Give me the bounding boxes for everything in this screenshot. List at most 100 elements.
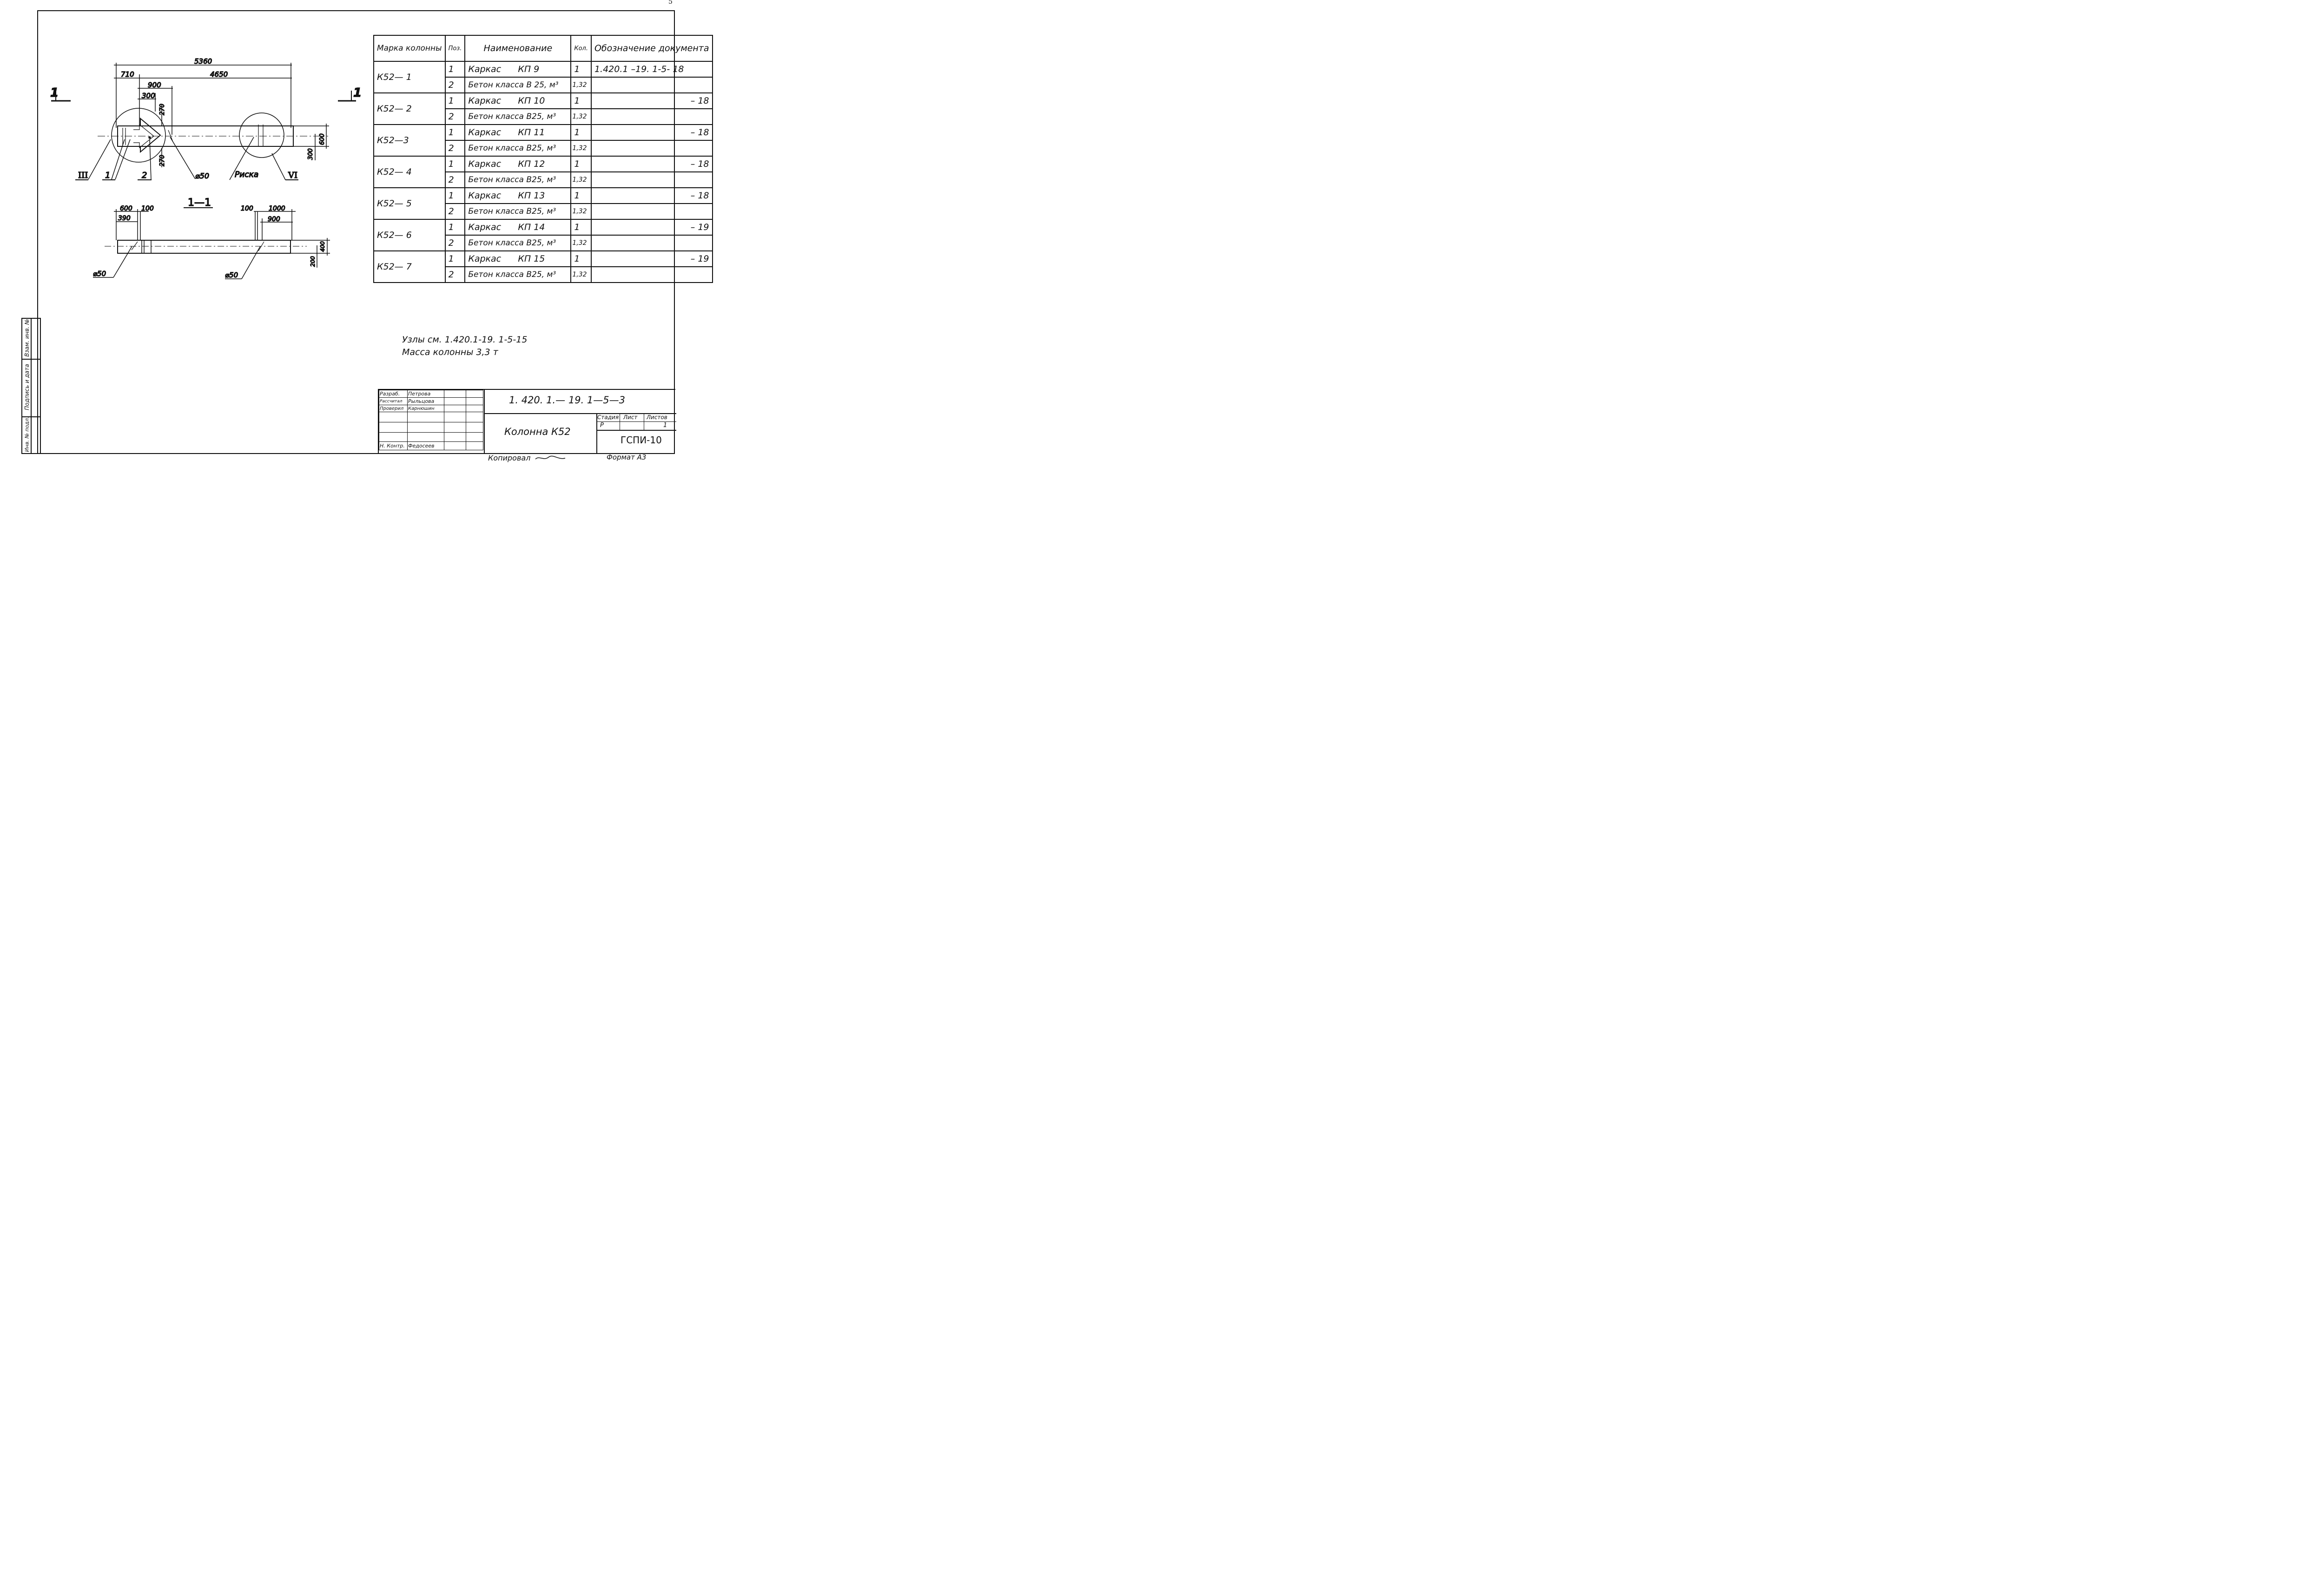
qty-cell: 1 [570,61,592,78]
mark-cell: К52— 4 [373,156,446,188]
sec-dim-900: 900 [268,216,280,223]
qty-cell: 1,32 [570,235,592,251]
name-cell: Бетон класса В25, м³ [464,140,572,157]
doc-cell: – 18 [590,124,713,141]
mark-cell: К52— 7 [373,250,446,283]
sec-dim-1000: 1000 [269,205,285,212]
detail-circle-right [239,112,284,158]
header-name: Наименование [464,35,572,62]
sheets-value: 1 [663,422,667,429]
pos-cell: 1 [444,187,466,204]
copier-signature [535,455,566,460]
callout-dia: ⌀50 [195,171,209,180]
note-column-mass: Масса колонны 3,3 т [402,347,498,357]
stamp-vzam: Взам. инв. № [24,319,30,357]
table-row: 2 Бетон класса В25, м³ 1,32 [374,235,713,251]
header-doc: Обозначение документа [590,35,713,62]
sec-dim-600: 600 [120,205,132,212]
callout-2: 2 [142,171,147,180]
doc-cell: 1.420.1 –19. 1-5- 18 [590,61,713,78]
doc-cell: – 18 [590,156,713,172]
name-cell: Бетон класса В25, м³ [464,203,572,220]
qty-cell: 1 [570,250,592,267]
note-nodes-ref: Узлы см. 1.420.1-19. 1-5-15 [402,335,528,345]
doc-cell: – 18 [590,92,713,109]
header-mark: Марка колонны [373,35,446,62]
drawing-notes: Узлы см. 1.420.1-19. 1-5-15 Масса колонн… [402,334,527,359]
callout-iii: III [78,171,88,180]
name-cell: Карнюшин [407,405,444,412]
role-cell: Рассчитал [379,397,408,405]
stamp-podpis: Подпись и дата [24,364,30,410]
table-row: 2 Бетон класса В25, м³ 1,32 [374,140,713,157]
dim-900: 900 [148,81,161,89]
qty-cell: 1,32 [570,171,592,188]
pos-cell: 2 [444,235,466,251]
mark-cell: К52— 1 [373,61,446,93]
mark-cell: К52—3 [373,124,446,157]
stage-label: Стадия [597,414,619,421]
qty-cell: 1 [570,219,592,236]
table-row: К52— 6 1 Каркас КП 14 1 – 19 [373,219,713,251]
dim-300-right: 300 [307,148,314,160]
pos-cell: 2 [444,108,466,125]
doc-cell [590,235,713,251]
designation: 1. 420. 1.— 19. 1—5—3 [509,395,626,406]
table-row: 2 Бетон класса В25, м³ 1,32 [374,108,713,125]
item-name: Колонна К52 [504,426,571,437]
qty-cell: 1,32 [570,108,592,125]
qty-cell: 1,32 [570,140,592,157]
qty-cell: 1,32 [570,203,592,220]
name-cell: Каркас КП 15 [464,250,572,267]
name-cell: Каркас КП 11 [464,124,572,141]
table-row: 2 Бетон класса В25, м³ 1,32 [374,203,713,220]
sheets-label: Листов [647,414,667,421]
pos-cell: 2 [444,203,466,220]
name-cell: Петрова [407,390,444,398]
role-cell: Проверил [379,405,408,412]
pos-cell: 1 [444,92,466,109]
dim-300: 300 [142,92,155,100]
cut-mark-right: 1 [353,86,362,100]
role-cell: Н. Контр. [379,441,408,450]
doc-cell: – 19 [590,219,713,236]
pos-cell: 2 [444,140,466,157]
header-pos: Поз. [444,35,466,62]
section-1-1 [93,207,330,279]
pos-cell: 2 [444,266,466,283]
sec-dim-200: 200 [310,256,316,267]
sec-dim-390: 390 [118,215,131,222]
mark-cell: К52— 2 [373,92,446,125]
name-cell: Бетон класса В25, м³ [464,171,572,188]
doc-cell: – 19 [590,250,713,267]
doc-cell: – 18 [590,187,713,204]
table-row: К52— 2 1 Каркас КП 10 1 – 18 [373,92,713,125]
name-cell: Каркас КП 10 [464,92,572,109]
name-cell: Бетон класса В25, м³ [464,235,572,251]
stamp-inv-podl: Инв. № подл. [24,416,30,452]
dim-5360: 5360 [194,57,212,66]
doc-cell [590,77,713,93]
table-row: К52— 7 1 Каркас КП 15 1 – 19 [373,250,713,283]
table-row: К52— 4 1 Каркас КП 12 1 – 18 [373,156,713,188]
callout-riska: Риска [235,170,258,179]
stage-value: Р [600,422,604,429]
sec-dim-100-left: 100 [141,205,154,212]
doc-cell [590,108,713,125]
role-cell: Разраб. [379,390,408,398]
sec-dia-left: ⌀50 [93,270,106,278]
header-qty: Кол. [570,35,592,62]
table-row: 2 Бетон класса В25, м³ 1,32 [374,266,713,283]
side-stamp: Взам. инв. № Подпись и дата Инв. № подл. [21,318,41,454]
qty-cell: 1 [570,124,592,141]
table-row: К52— 1 1 Каркас КП 9 1 1.420.1 –19. 1-5-… [373,61,713,93]
pos-cell: 1 [444,61,466,78]
doc-cell [590,171,713,188]
name-cell: Каркас КП 9 [464,61,572,78]
qty-cell: 1 [570,156,592,172]
spec-header-row: Марка колонны Поз. Наименование Кол. Обо… [373,35,713,62]
qty-cell: 1 [570,92,592,109]
name-cell: Каркас КП 12 [464,156,572,172]
doc-cell [590,266,713,283]
organization: ГСПИ-10 [621,434,662,446]
